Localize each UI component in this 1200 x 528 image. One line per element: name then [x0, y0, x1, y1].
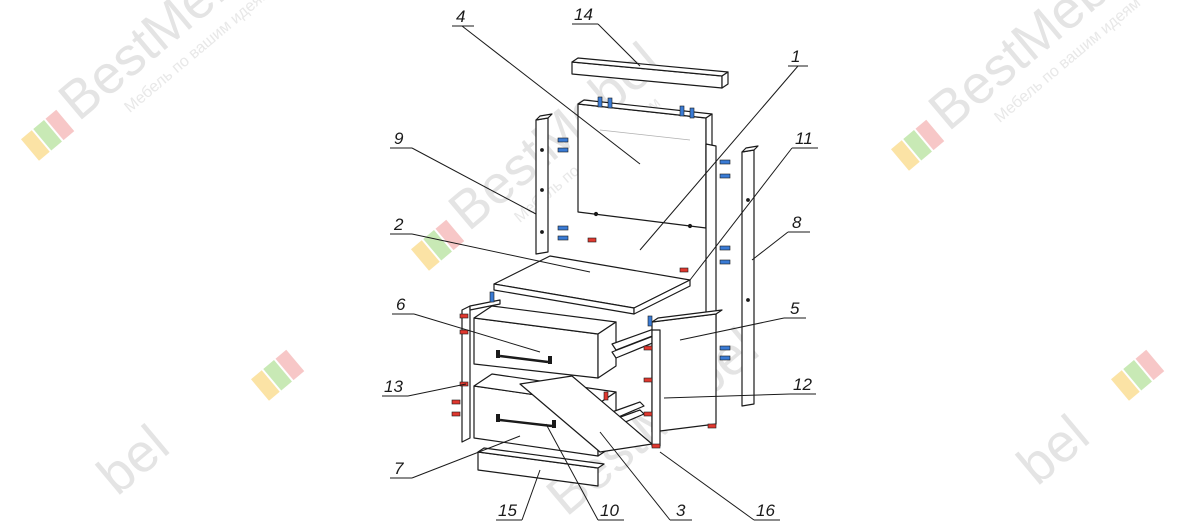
callout-labels: 1 2 3 4 5 6 7 8 9 10 11 12 13 14 15 16 [384, 5, 813, 520]
watermark-logo [251, 349, 305, 401]
part-shelf [493, 255, 691, 315]
watermark-logo: BestMebel Мебель по вашим идеям [891, 0, 1152, 171]
furniture-parts [461, 57, 759, 487]
callout-11: 11 [795, 129, 813, 148]
callout-10: 10 [600, 501, 619, 520]
part-right-side [651, 309, 723, 447]
part-upper-drawer [473, 305, 617, 379]
part-right-upright [741, 145, 759, 407]
part-top-rail [571, 57, 729, 89]
callout-2: 2 [393, 215, 404, 234]
callout-13: 13 [384, 377, 403, 396]
callout-5: 5 [790, 299, 800, 318]
watermark-logo: bel [1006, 404, 1100, 496]
callout-15: 15 [498, 501, 517, 520]
part-left-upright [535, 113, 553, 255]
watermark-logo: BestMebel Мебель по вашим идеям [21, 0, 282, 161]
callout-1: 1 [791, 47, 800, 66]
fittings [451, 96, 731, 449]
callout-16: 16 [756, 501, 775, 520]
blue-fittings [489, 96, 731, 361]
callout-8: 8 [792, 213, 802, 232]
watermark-logo [1111, 349, 1165, 401]
callout-4: 4 [456, 7, 465, 26]
svg-text:bel: bel [1006, 404, 1100, 496]
callout-7: 7 [394, 459, 404, 478]
part-plinth [477, 447, 605, 487]
callout-14: 14 [574, 5, 593, 24]
svg-text:bel: bel [86, 414, 180, 506]
red-fittings [451, 237, 717, 449]
part-back-panel [577, 99, 713, 229]
callout-3: 3 [676, 501, 686, 520]
callout-9: 9 [394, 129, 404, 148]
callout-12: 12 [793, 375, 812, 394]
watermark-logo: bel [86, 414, 180, 506]
part-left-side [461, 299, 501, 443]
callout-6: 6 [396, 295, 406, 314]
leader-lines [382, 23, 818, 521]
